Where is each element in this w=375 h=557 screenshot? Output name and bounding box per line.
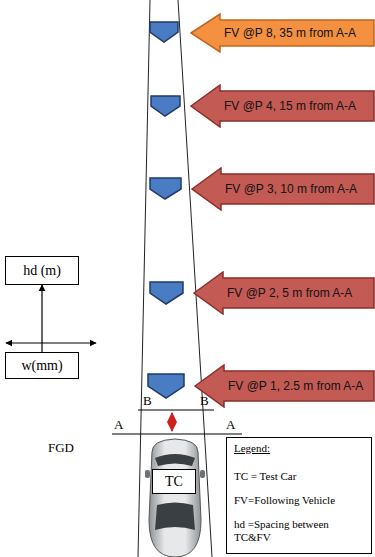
arrow-outline	[191, 14, 374, 52]
callout-text: FV @P 8, 35 m from A-A	[224, 26, 356, 40]
callout-text: FV @P 2, 5 m from A-A	[227, 286, 352, 300]
test-car	[145, 439, 205, 557]
axis-box: w(mm)	[5, 352, 79, 379]
annotation-label: B	[200, 393, 209, 409]
arrow-outline	[191, 85, 374, 127]
axis-box: hd (m)	[5, 256, 79, 285]
annotation-label: B	[143, 393, 152, 409]
fv-callout-arrow: FV @P 4, 15 m from A-A	[190, 84, 375, 128]
section-line-b	[138, 410, 214, 411]
width-axis-arrow	[6, 342, 96, 343]
axis-arrow	[41, 285, 42, 352]
callout-text: FV @P 1, 2.5 m from A-A	[228, 379, 363, 393]
annotation-label: A	[114, 417, 123, 433]
legend-entry: hd =Spacing between TC&FV	[234, 518, 366, 544]
fv-callout-arrow: FV @P 1, 2.5 m from A-A	[194, 364, 375, 408]
legend-entry: FV=Following Vehicle	[234, 494, 366, 507]
fgd-arrow	[171, 413, 173, 431]
fv-markers	[148, 22, 184, 398]
box-label: TC	[165, 474, 183, 490]
test-car-box: TC	[152, 469, 196, 494]
legend-entry: TC = Test Car	[234, 470, 366, 483]
callout-text: FV @P 4, 15 m from A-A	[224, 99, 356, 113]
annotation-label: Legend:	[234, 442, 270, 454]
fv-callout-arrow: FV @P 8, 35 m from A-A	[190, 13, 375, 53]
box-label: hd (m)	[23, 263, 61, 279]
fv-callout-arrow: FV @P 3, 10 m from A-A	[191, 167, 375, 211]
arrow-outline	[194, 272, 374, 314]
annotation-label: FGD	[48, 440, 74, 456]
section-line-a	[112, 434, 242, 435]
arrow-outline	[195, 365, 374, 407]
callout-text: FV @P 3, 10 m from A-A	[225, 182, 357, 196]
fv-callout-arrow: FV @P 2, 5 m from A-A	[193, 271, 375, 315]
annotation-label: A	[226, 417, 235, 433]
box-label: w(mm)	[21, 358, 62, 374]
lane-line	[138, 0, 150, 557]
arrow-outline	[192, 168, 374, 210]
